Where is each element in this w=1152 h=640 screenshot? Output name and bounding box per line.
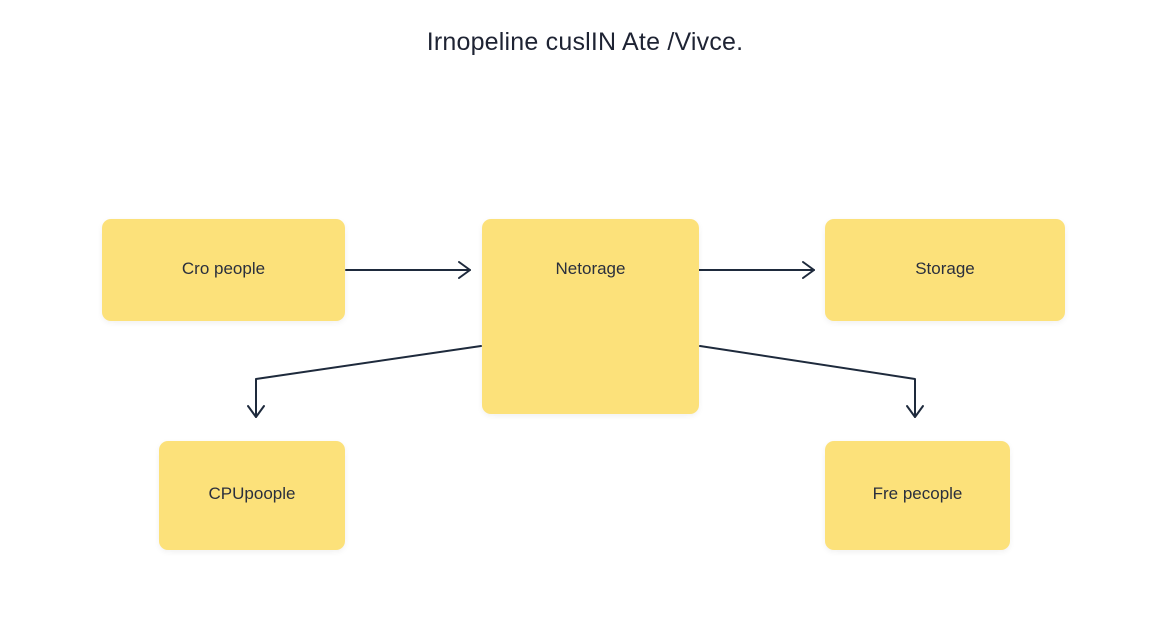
edge-a-to-b: [345, 261, 471, 279]
node-storage[interactable]: Storage: [825, 219, 1065, 321]
edge-b-to-d: [247, 345, 482, 418]
node-label: Netorage: [555, 259, 626, 278]
arrowhead: [906, 405, 924, 418]
arrowhead: [802, 261, 815, 279]
node-label: Fre pecople: [872, 484, 963, 503]
node-cro-people[interactable]: Cro people: [102, 219, 345, 321]
node-netorage[interactable]: Netorage: [482, 219, 699, 414]
edge-b-to-e: [699, 345, 924, 418]
diagram-title: Irnopeline cuslIN Ate /Vivce.: [426, 28, 744, 56]
node-label: Cro people: [181, 259, 266, 278]
node-label: Storage: [915, 259, 975, 278]
node-label: CPUpoople: [208, 484, 296, 503]
arrowhead: [247, 405, 265, 418]
edge-b-to-c: [698, 261, 815, 279]
edge-line: [699, 345, 916, 418]
edge-line: [255, 345, 482, 418]
node-cpupoople[interactable]: CPUpoople: [159, 441, 345, 550]
arrowhead: [458, 261, 471, 279]
node-fre-pecople[interactable]: Fre pecople: [825, 441, 1010, 550]
